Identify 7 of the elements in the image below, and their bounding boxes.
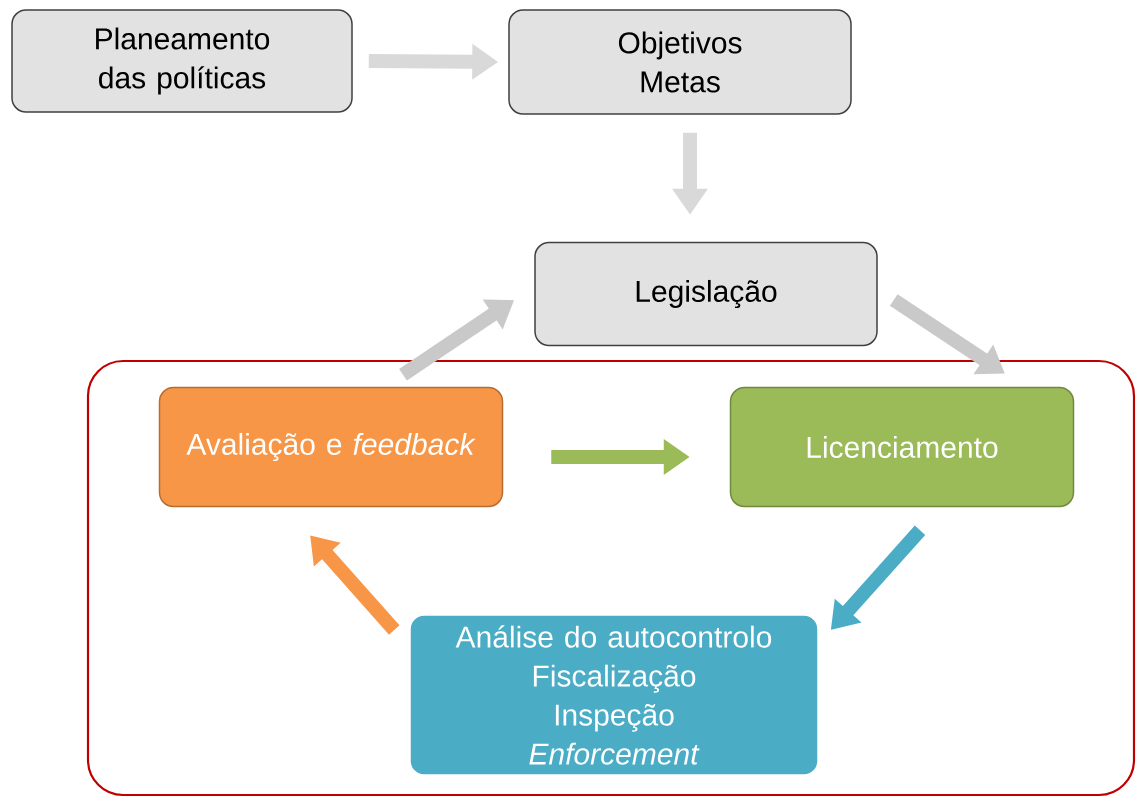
process-box: Avaliação e feedback	[158, 386, 504, 508]
process-box: Legislação	[534, 241, 878, 347]
process-box: Objetivos Metas	[508, 9, 852, 115]
process-box: Licenciamento	[729, 386, 1075, 508]
process-box: Planeamento das políticas	[11, 9, 353, 113]
group-frame	[86, 359, 1136, 797]
process-box: Análise do autocontrolo Fiscalização Inspeção Enforcement	[409, 614, 819, 776]
